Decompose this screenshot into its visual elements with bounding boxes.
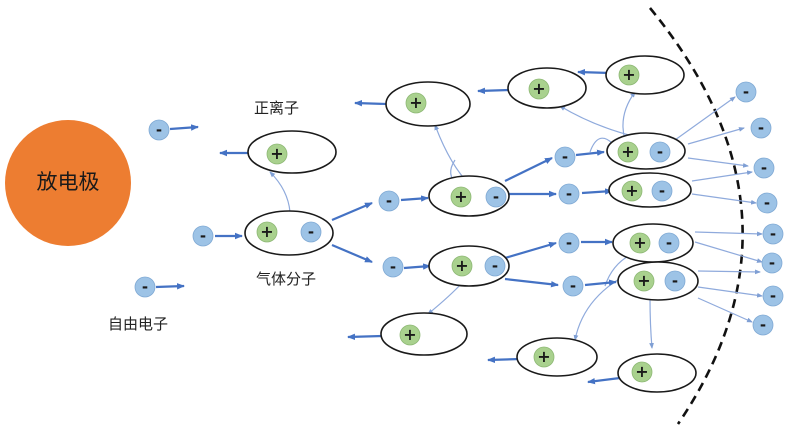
positive-charge-icon: + [629, 232, 651, 254]
svg-text:-: - [156, 121, 162, 139]
electron-icon: - [750, 117, 772, 139]
svg-text:-: - [200, 227, 206, 245]
svg-text:-: - [390, 258, 396, 276]
electron-icon: - [762, 285, 784, 307]
electron-icon: - [562, 275, 584, 297]
electron-icon: - [664, 270, 686, 292]
ion-ellipse [516, 337, 598, 377]
positive-charge-icon: + [617, 141, 639, 163]
electron-icon: - [148, 119, 170, 141]
svg-text:-: - [758, 119, 764, 137]
svg-text:+: + [270, 144, 283, 163]
svg-text:-: - [308, 223, 314, 241]
electron-icon: - [658, 232, 680, 254]
electron-icon: - [300, 221, 322, 243]
svg-text:-: - [672, 272, 678, 290]
svg-text:+: + [635, 362, 648, 381]
svg-text:-: - [769, 254, 775, 272]
svg-text:+: + [532, 79, 545, 98]
positive-charge-icon: + [618, 64, 640, 86]
collection-boundary [648, 7, 744, 425]
svg-text:+: + [455, 256, 468, 275]
positive-ion-label: 正离子 [254, 99, 300, 117]
positive-charge-icon: + [266, 143, 288, 165]
positive-charges: + + + + + + + + + + + + + + [256, 64, 655, 383]
electron-icon: - [649, 141, 671, 163]
electron-icon: - [756, 192, 778, 214]
motion-arrows [155, 69, 621, 385]
svg-text:-: - [570, 277, 576, 295]
electron-icon: - [382, 256, 404, 278]
svg-text:-: - [657, 143, 663, 161]
svg-text:-: - [666, 234, 672, 252]
svg-text:-: - [142, 278, 148, 296]
svg-text:-: - [566, 234, 572, 252]
molecule-ellipse [617, 261, 699, 301]
positive-charge-icon: + [256, 221, 278, 243]
svg-text:+: + [537, 347, 550, 366]
discharge-electrode [5, 120, 131, 246]
positive-charge-icon: + [528, 78, 550, 100]
electron-icon: - [761, 252, 783, 274]
molecule-ellipse [608, 172, 692, 208]
svg-text:-: - [386, 192, 392, 210]
svg-text:+: + [622, 65, 635, 84]
positive-charge-icon: + [631, 361, 653, 383]
electron-icon: - [753, 157, 775, 179]
positive-charge-icon: + [533, 346, 555, 368]
electron-icon: - [558, 232, 580, 254]
electron-icon: - [485, 186, 507, 208]
branch-lines [269, 91, 654, 349]
svg-text:+: + [409, 93, 422, 112]
positive-charge-icon: + [633, 270, 655, 292]
electron-icon: - [651, 180, 673, 202]
svg-text:+: + [637, 271, 650, 290]
electron-icon: - [554, 146, 576, 168]
molecule-ellipse [612, 223, 694, 263]
svg-text:-: - [764, 194, 770, 212]
svg-text:-: - [492, 257, 498, 275]
electron-icon: - [762, 223, 784, 245]
ion-ellipse [617, 353, 697, 393]
positive-charge-icon: + [450, 186, 472, 208]
svg-text:+: + [633, 233, 646, 252]
svg-text:-: - [770, 287, 776, 305]
svg-text:-: - [566, 185, 572, 203]
svg-text:-: - [760, 316, 766, 334]
free-electron-label: 自由电子 [108, 315, 169, 333]
ion-ellipse [605, 55, 685, 95]
electron-icon: - [558, 183, 580, 205]
svg-text:-: - [770, 225, 776, 243]
electron-icon: - [752, 314, 774, 336]
svg-text:-: - [743, 83, 749, 101]
electron-icon: - [192, 225, 214, 247]
positive-charge-icon: + [451, 255, 473, 277]
positive-charge-icon: + [621, 180, 643, 202]
electrode-label: 放电极 [36, 170, 100, 194]
positive-charge-icon: + [399, 324, 421, 346]
electron-icon: - [484, 255, 506, 277]
svg-text:-: - [562, 148, 568, 166]
svg-text:-: - [761, 159, 767, 177]
electron-flow-lines [674, 96, 763, 323]
ion-ellipse [385, 81, 471, 127]
electron-icon: - [134, 276, 156, 298]
svg-text:+: + [621, 142, 634, 161]
electron-icon: - [735, 81, 757, 103]
svg-text:-: - [659, 182, 665, 200]
negative-charges: ------------------------ [134, 81, 784, 336]
gas-molecule-label: 气体分子 [256, 270, 317, 288]
positive-charge-icon: + [405, 92, 427, 114]
svg-text:+: + [625, 181, 638, 200]
ion-ellipse [380, 312, 468, 356]
svg-text:+: + [454, 187, 467, 206]
svg-text:+: + [260, 222, 273, 241]
ion-ellipse [247, 130, 337, 174]
svg-text:+: + [403, 325, 416, 344]
electron-icon: - [378, 190, 400, 212]
svg-text:-: - [493, 188, 499, 206]
